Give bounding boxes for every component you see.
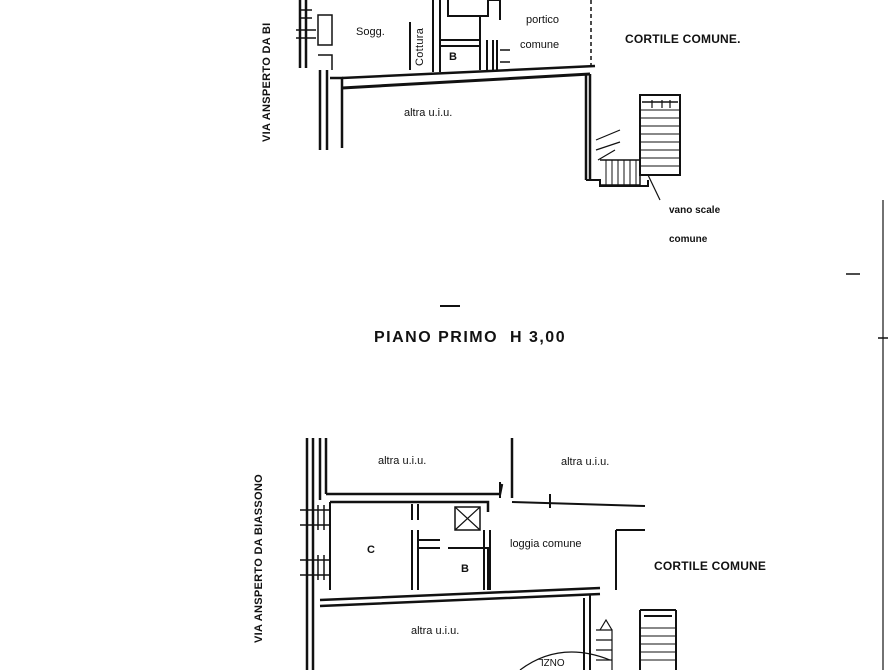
stairs-label-vano: vano scale bbox=[669, 205, 721, 216]
room-label-soggiorno: Sogg. bbox=[356, 26, 385, 38]
ground-floor-walls bbox=[296, 0, 681, 201]
room-label-bagno-ground: B bbox=[449, 51, 457, 63]
room-label-bagno-first: B bbox=[461, 563, 469, 575]
room-label-loggia: loggia comune bbox=[510, 538, 582, 550]
room-label-cottura: Cottura bbox=[414, 27, 426, 66]
street-label-first-floor: VIA ANSPERTO DA BIASSONO bbox=[253, 474, 265, 643]
room-label-altra-uiu-bottom: altra u.i.u. bbox=[411, 625, 460, 637]
stairs-label-comune: comune bbox=[669, 234, 708, 245]
courtyard-label-ground: CORTILE COMUNE. bbox=[625, 32, 741, 46]
room-label-altra-uiu-top-right: altra u.i.u. bbox=[561, 456, 610, 468]
room-label-altra-uiu-ground: altra u.i.u. bbox=[404, 107, 453, 119]
room-label-portico-comune: comune bbox=[520, 39, 560, 51]
room-label-altra-uiu-top-left: altra u.i.u. bbox=[378, 455, 427, 467]
first-floor-walls bbox=[300, 438, 677, 670]
floor-title: PIANO PRIMO H 3,00 bbox=[374, 329, 567, 346]
room-label-camera: C bbox=[367, 544, 375, 556]
room-label-portico: portico bbox=[526, 14, 560, 26]
stamp-text: ONZL bbox=[538, 656, 565, 667]
courtyard-label-first: CORTILE COMUNE bbox=[654, 559, 767, 573]
street-label-ground-floor: VIA ANSPERTO DA BI bbox=[261, 22, 273, 143]
